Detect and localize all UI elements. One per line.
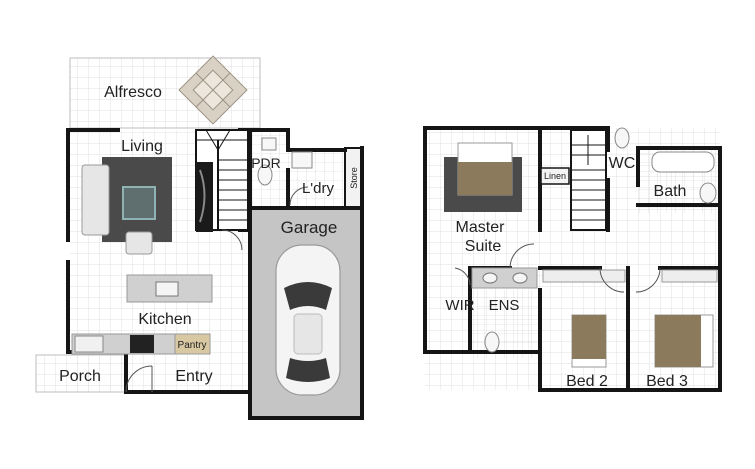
upper-stairs (570, 129, 607, 231)
wc-label: WC (609, 155, 636, 172)
garage-label: Garage (281, 218, 338, 237)
sofa-icon (81, 164, 110, 236)
upper-walls (423, 126, 722, 392)
tv-icon (199, 169, 206, 223)
linen-cupboard (540, 167, 570, 185)
ens-tile (470, 290, 538, 358)
car-icon (275, 244, 341, 396)
bed2-cover (572, 315, 606, 359)
kitchen-label: Kitchen (138, 311, 191, 328)
coffee-table-icon (122, 186, 156, 220)
laundry-label: L'dry (302, 180, 335, 197)
master-bed-cover (458, 162, 512, 195)
pantry-block (174, 333, 211, 355)
bathtub-icon (651, 151, 715, 173)
master-label-line1: Master (456, 219, 506, 236)
living-label: Living (121, 138, 163, 155)
bed2-robe (542, 269, 626, 283)
ensuite-basin-1-icon (482, 272, 498, 284)
sink-icon (155, 281, 179, 297)
ensuite-basin-2-icon (512, 272, 528, 284)
upper-doors (454, 243, 661, 293)
bed3-robe (661, 269, 718, 283)
pdr-basin-icon (261, 137, 277, 151)
wc-toilet-icon (614, 127, 630, 149)
pantry-label: Pantry (178, 340, 207, 351)
master-label-line2: Suite (465, 238, 502, 255)
first-floor: Master Suite Linen WC Bath WIR ENS Bed 2… (423, 126, 722, 392)
linen-label: Linen (544, 171, 566, 181)
armchair-icon (125, 231, 153, 255)
ground-floor: Alfresco Living PDR L'dry Store Garage K… (35, 55, 364, 420)
bath-basin-icon (699, 182, 717, 204)
entry-label: Entry (175, 368, 212, 385)
outdoor-table-icon (178, 55, 248, 125)
store-label: Store (349, 167, 359, 189)
porch-label: Porch (59, 368, 101, 385)
pdr-toilet-icon (257, 164, 273, 186)
alfresco-label: Alfresco (104, 84, 162, 101)
laundry-tub-icon (291, 151, 313, 169)
pdr-label: PDR (251, 155, 281, 171)
ens-label: ENS (489, 297, 520, 314)
ground-doors (125, 186, 309, 393)
bed2-label: Bed 2 (566, 373, 608, 390)
bed3-label: Bed 3 (646, 373, 688, 390)
ensuite-toilet-icon (484, 331, 500, 353)
bed3-cover (655, 315, 701, 367)
cooktop-icon (130, 335, 154, 353)
wir-label: WIR (445, 297, 474, 314)
fridge-icon (74, 335, 104, 353)
bath-label: Bath (654, 183, 687, 200)
